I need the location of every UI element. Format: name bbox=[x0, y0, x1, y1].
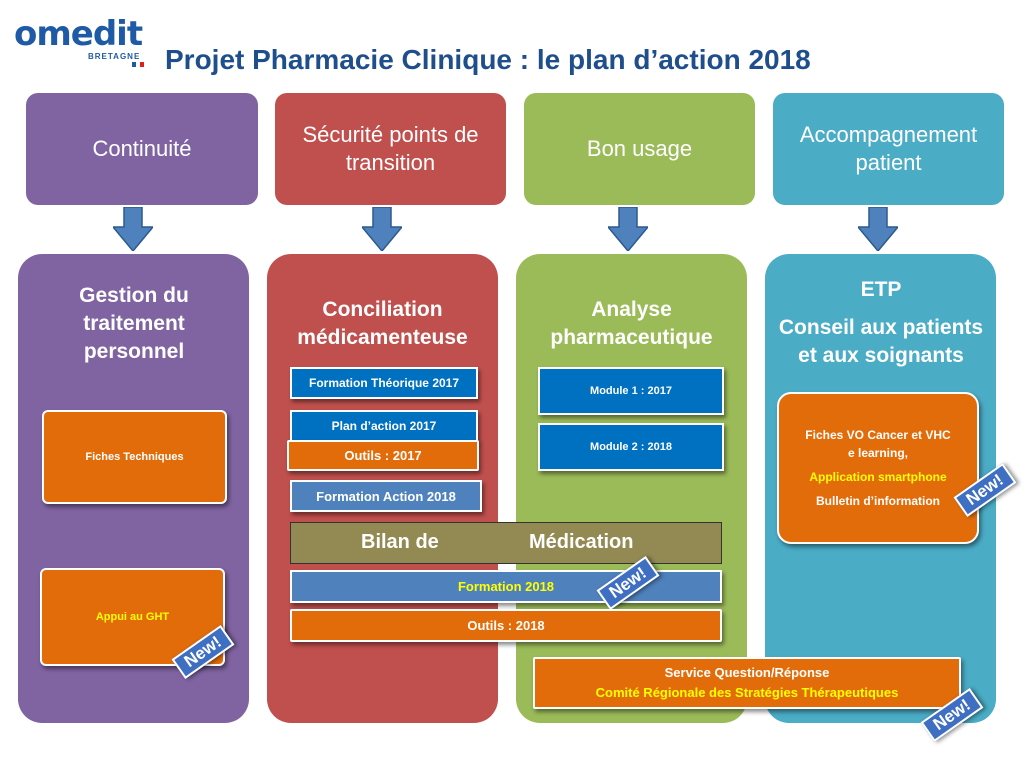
box-label: Plan d’action 2017 bbox=[331, 419, 437, 433]
category-label: Bon usage bbox=[586, 136, 693, 161]
box-label: Outils : 2017 bbox=[344, 448, 422, 463]
category-label: Continuité bbox=[92, 136, 192, 161]
service-question-box: Service Question/Réponse Comité Régional… bbox=[533, 657, 961, 709]
logo-region: BRETAGNE bbox=[88, 52, 141, 61]
column-title: Conciliation médicamenteuse bbox=[297, 298, 468, 349]
box-label: Module 1 : 2017 bbox=[590, 385, 672, 397]
outils-2017-box: Outils : 2017 bbox=[287, 440, 479, 471]
column-title: Gestion du traitement personnel bbox=[79, 284, 189, 363]
plan-action-box: Plan d’action 2017 bbox=[290, 410, 478, 442]
box-line: Comité Régionale des Stratégies Thérapeu… bbox=[595, 685, 899, 700]
appui-ght-box: Appui au GHT bbox=[40, 568, 225, 666]
column-title: Analyse pharmaceutique bbox=[550, 298, 713, 349]
category-bon-usage: Bon usage bbox=[524, 93, 755, 205]
box-line: e learning, bbox=[847, 446, 909, 460]
bilan-label: Bilan de bbox=[361, 531, 439, 553]
box-line: Fiches VO Cancer et VHC bbox=[805, 428, 951, 442]
box-label: Formation Action 2018 bbox=[316, 488, 456, 504]
box-label: Module 2 : 2018 bbox=[590, 441, 672, 453]
etp-resources-box: Fiches VO Cancer et VHC e learning, Appl… bbox=[777, 392, 979, 544]
module-1-box: Module 1 : 2017 bbox=[538, 367, 724, 415]
logo: omedit bbox=[14, 14, 143, 54]
column-subtitle: Conseil aux patients et aux soignants bbox=[778, 316, 984, 367]
module-2-box: Module 2 : 2018 bbox=[538, 423, 724, 471]
category-accompagnement: Accompagnement patient bbox=[773, 93, 1004, 205]
down-arrow-icon bbox=[113, 207, 153, 251]
box-label: Appui au GHT bbox=[95, 611, 170, 623]
formation-action-box: Formation Action 2018 bbox=[290, 480, 482, 512]
column-title: ETP bbox=[860, 278, 902, 301]
box-label: Fiches Techniques bbox=[85, 451, 184, 463]
box-label: Formation Théorique 2017 bbox=[308, 376, 460, 390]
down-arrow-icon bbox=[362, 207, 402, 251]
box-label: Outils : 2018 bbox=[467, 618, 545, 633]
column-analyse bbox=[516, 254, 747, 723]
box-line: Application smartphone bbox=[809, 470, 947, 484]
box-label: Formation 2018 bbox=[457, 579, 555, 594]
down-arrow-icon bbox=[608, 207, 648, 251]
category-continuite: Continuité bbox=[26, 93, 258, 205]
medication-label: Médication bbox=[529, 531, 634, 553]
fiches-techniques-box: Fiches Techniques bbox=[42, 410, 227, 504]
box-line: Service Question/Réponse bbox=[664, 665, 830, 680]
bilan-medication-bar: Bilan de Médication bbox=[290, 522, 722, 564]
down-arrow-icon bbox=[858, 207, 898, 251]
outils-2018-box: Outils : 2018 bbox=[290, 609, 722, 642]
category-label: Sécurité points de transition bbox=[302, 122, 479, 175]
box-line: Bulletin d’information bbox=[816, 494, 940, 508]
category-securite: Sécurité points de transition bbox=[275, 93, 506, 205]
formation-theorique-box: Formation Théorique 2017 bbox=[290, 367, 478, 399]
page-title: Projet Pharmacie Clinique : le plan d’ac… bbox=[165, 44, 811, 75]
flag-icon bbox=[132, 54, 144, 67]
category-label: Accompagnement patient bbox=[799, 122, 978, 175]
